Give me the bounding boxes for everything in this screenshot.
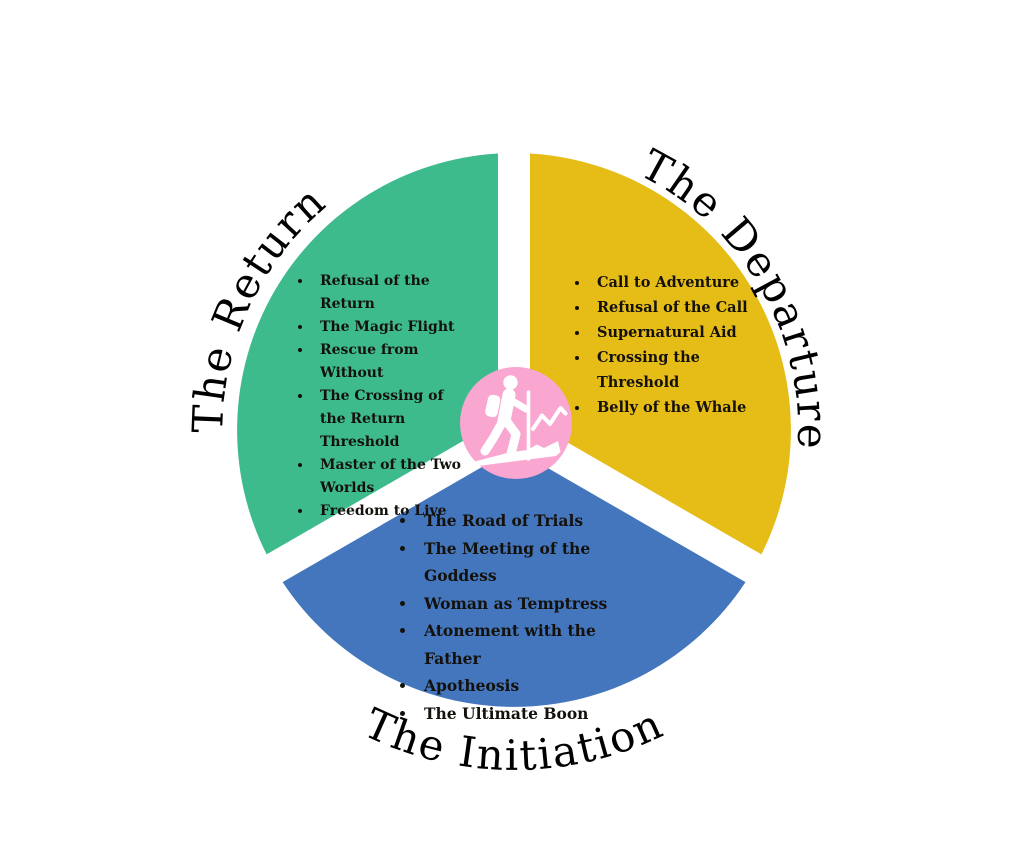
wedge-initiation xyxy=(282,448,746,707)
wedge-departure xyxy=(530,153,791,555)
list-item: The Meeting of the Goddess xyxy=(417,535,649,590)
list-item: The Crossing of the Return Threshold xyxy=(313,385,471,454)
list-item: Refusal of the Return xyxy=(313,270,471,316)
list-item: Supernatural Aid xyxy=(590,320,785,345)
initiation-stage-items: The Road of Trials The Meeting of the Go… xyxy=(397,507,649,727)
list-item: Crossing the Threshold xyxy=(590,345,785,395)
list-item: Master of the Two Worlds xyxy=(313,454,471,500)
return-stage-items: Refusal of the Return The Magic Flight R… xyxy=(293,270,471,523)
list-item: Call to Adventure xyxy=(590,270,785,295)
wedge-return xyxy=(237,153,498,555)
list-item: Woman as Temptress xyxy=(417,590,649,618)
departure-stage-list: Call to Adventure Refusal of the Call Su… xyxy=(570,270,785,420)
list-item: Rescue from Without xyxy=(313,339,471,385)
list-item: The Road of Trials xyxy=(417,507,649,535)
departure-stage-items: Call to Adventure Refusal of the Call Su… xyxy=(570,270,785,420)
list-item: Belly of the Whale xyxy=(590,395,785,420)
return-stage-list: Refusal of the Return The Magic Flight R… xyxy=(293,270,471,523)
list-item: Freedom to Live xyxy=(313,500,471,523)
list-item: Refusal of the Call xyxy=(590,295,785,320)
list-item: The Ultimate Boon xyxy=(417,700,649,728)
list-item: Apotheosis xyxy=(417,672,649,700)
center-badge xyxy=(460,367,572,479)
list-item: Atonement with the Father xyxy=(417,617,649,672)
list-item: The Magic Flight xyxy=(313,316,471,339)
initiation-stage-list: The Road of Trials The Meeting of the Go… xyxy=(397,507,649,727)
hiker-icon xyxy=(473,375,568,467)
